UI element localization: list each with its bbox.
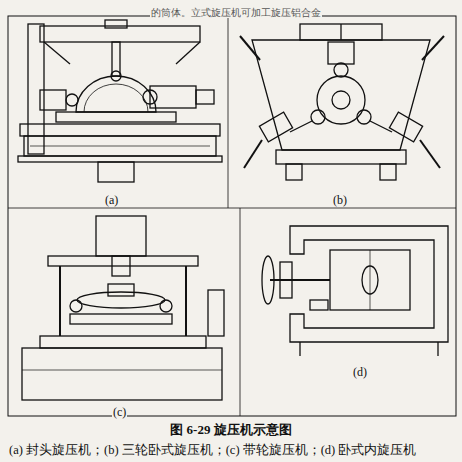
- workpiece-drum: [330, 250, 410, 310]
- column: [59, 266, 61, 336]
- upper-die: [108, 284, 134, 296]
- sub-caption: (a) 封头旋压机；(b) 三轮卧式旋压机；(c) 带轮旋压机；(d) 卧式内旋…: [8, 443, 417, 457]
- mandrel-table: [56, 112, 176, 122]
- brace: [176, 42, 200, 64]
- foot: [380, 164, 396, 180]
- pressure-pad: [111, 71, 121, 81]
- panel-letter-holder: (a): [104, 190, 119, 208]
- spindle: [270, 279, 330, 281]
- three-roller-spinning-machine: [240, 24, 444, 180]
- upper-right-rod: [422, 36, 444, 60]
- spinning-roller: [66, 94, 78, 106]
- bearing-housing: [280, 262, 292, 298]
- top-housing: [300, 24, 382, 40]
- leg: [299, 342, 300, 356]
- spinning-roller: [160, 300, 172, 312]
- column: [185, 266, 187, 336]
- workpiece: [317, 76, 365, 124]
- panel-letter: (a): [104, 193, 119, 207]
- support: [310, 300, 328, 310]
- drive-box: [98, 162, 134, 182]
- dished-head-inner: [84, 84, 148, 112]
- base-line: [22, 370, 222, 371]
- rail: [30, 146, 210, 147]
- triangular-frame: [252, 40, 430, 150]
- base: [276, 150, 406, 164]
- bed-base: [24, 136, 216, 156]
- panel-divider: [240, 208, 241, 416]
- panel-letter: (d): [352, 365, 368, 379]
- left-roller-carriage: [40, 90, 66, 110]
- handwheel: [262, 256, 274, 304]
- foundation: [18, 156, 222, 162]
- leg: [437, 342, 438, 356]
- machine-bed: [20, 124, 220, 136]
- figure-caption: 图 6-29 旋压机示意图: [169, 422, 292, 437]
- head-spinning-machine: [18, 20, 222, 182]
- page-text-fragment-holder: 的筒体。立式旋压机可加工旋压铝合金: [150, 2, 322, 20]
- figure-caption-holder: 图 6-29 旋压机示意图: [169, 420, 292, 439]
- panel-letter-holder: (b): [332, 190, 348, 208]
- right-arm: [370, 121, 392, 132]
- left-feed-rod: [244, 140, 262, 168]
- machine-base: [22, 348, 222, 400]
- right-roller-holder: [389, 112, 422, 142]
- figure-frame: [8, 16, 456, 416]
- hydraulic-cylinder: [96, 216, 146, 256]
- pulley-spinning-machine: [22, 216, 224, 400]
- right-feed-rod: [420, 140, 440, 168]
- pulley-blank: [77, 292, 165, 308]
- inner-roller: [362, 266, 378, 294]
- panel-letter: (c): [112, 405, 127, 419]
- table: [40, 336, 206, 348]
- panel-letter-holder: (c): [112, 402, 127, 420]
- right-roller: [357, 110, 371, 124]
- panel-divider: [8, 208, 456, 209]
- feed-cylinder: [196, 90, 214, 104]
- spinning-roller: [143, 90, 157, 104]
- left-arm: [290, 121, 312, 132]
- sub-caption-holder: (a) 封头旋压机；(b) 三轮卧式旋压机；(c) 带轮旋压机；(d) 卧式内旋…: [8, 440, 417, 459]
- crosshead: [48, 256, 198, 266]
- axis: [370, 250, 371, 310]
- lower-die: [70, 314, 172, 324]
- panel-divider: [228, 16, 229, 208]
- internal-spinning-machine: [262, 226, 448, 356]
- c-frame: [290, 226, 448, 342]
- top-screw: [340, 24, 341, 40]
- upper-left-rod: [240, 36, 260, 60]
- panel-letter-holder: (d): [352, 362, 368, 380]
- top-roller-holder: [328, 42, 354, 64]
- page-text-fragment: 的筒体。立式旋压机可加工旋压铝合金: [150, 7, 322, 18]
- top-roller: [334, 63, 348, 77]
- foot: [286, 164, 302, 180]
- left-roller-holder: [259, 112, 292, 142]
- panel-letter: (b): [332, 193, 348, 207]
- left-column: [28, 24, 44, 154]
- spinning-roller: [70, 300, 82, 312]
- mandrel: [332, 91, 350, 109]
- side-unit: [208, 290, 224, 336]
- beam-cap: [105, 20, 127, 28]
- left-roller: [311, 110, 325, 124]
- brace: [44, 42, 70, 64]
